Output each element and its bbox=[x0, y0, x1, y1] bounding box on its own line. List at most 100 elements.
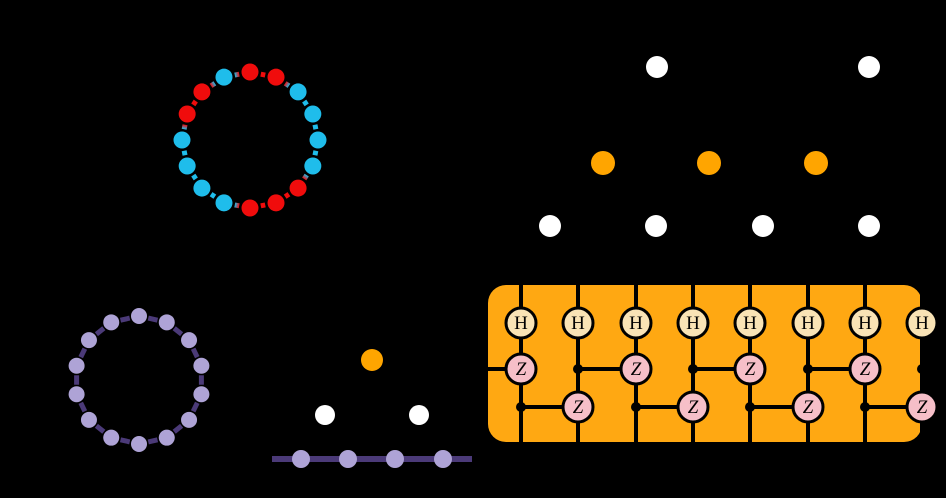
z-gate-label: Z bbox=[803, 397, 814, 418]
two-color-ring-graph-panel bbox=[0, 0, 500, 280]
circuit-control-dot bbox=[745, 402, 755, 412]
ring-node bbox=[289, 83, 307, 101]
lattice-node-bottom-row bbox=[752, 215, 774, 237]
z-gate-circle bbox=[848, 352, 882, 386]
z-gate-circle bbox=[619, 352, 653, 386]
ring-node bbox=[267, 194, 285, 212]
purple-ring-node bbox=[193, 386, 210, 403]
purple-ring-node bbox=[181, 332, 198, 349]
two-color-ring-graph-svg bbox=[173, 63, 327, 217]
purple-ring-node bbox=[131, 308, 147, 324]
h-gate-circle bbox=[561, 306, 595, 340]
ring-node bbox=[193, 179, 211, 197]
lattice-node-middle-row bbox=[591, 151, 615, 175]
purple-ring-node bbox=[103, 429, 120, 446]
h-gate-label: H bbox=[571, 313, 585, 334]
z-gate-circle bbox=[676, 390, 710, 424]
purple-ring-edge bbox=[172, 423, 184, 434]
ring-edge bbox=[302, 173, 309, 181]
purple-ring-graph-panel bbox=[0, 280, 270, 498]
lattice-node-bottom-row bbox=[645, 215, 667, 237]
z-gate-label: Z bbox=[516, 359, 527, 380]
z-gate-label: Z bbox=[573, 397, 584, 418]
ring-edge bbox=[312, 124, 319, 130]
ring-node bbox=[309, 131, 327, 149]
white-marker-node bbox=[409, 405, 429, 425]
h-gate-label: H bbox=[743, 313, 757, 334]
ring-edge bbox=[312, 150, 319, 156]
purple-ring-node bbox=[158, 429, 175, 446]
h-gate[interactable]: H bbox=[561, 306, 595, 340]
ring-node bbox=[215, 194, 233, 212]
z-gate-label: Z bbox=[917, 397, 928, 418]
h-gate-circle bbox=[848, 306, 882, 340]
ring-edge bbox=[209, 81, 217, 88]
ring-edge bbox=[283, 192, 291, 199]
h-gate[interactable]: H bbox=[619, 306, 653, 340]
purple-ring-node bbox=[103, 314, 120, 331]
ring-edge bbox=[181, 124, 188, 130]
path-graph-node bbox=[434, 450, 452, 468]
h-gate[interactable]: H bbox=[791, 306, 825, 340]
lattice-node-top-row bbox=[646, 56, 668, 78]
lattice-node-middle-row bbox=[804, 151, 828, 175]
purple-ring-node bbox=[131, 436, 147, 452]
ring-node bbox=[241, 199, 259, 217]
ring-edge bbox=[260, 71, 266, 78]
z-gate[interactable]: Z bbox=[733, 352, 767, 386]
z-gate-circle bbox=[905, 390, 939, 424]
lattice-node-middle-row bbox=[697, 151, 721, 175]
path-graph-node bbox=[386, 450, 404, 468]
purple-ring-edge bbox=[190, 347, 200, 359]
ring-node bbox=[289, 179, 307, 197]
h-gate[interactable]: H bbox=[905, 306, 939, 340]
ring-node bbox=[304, 157, 322, 175]
orange-marker-node bbox=[361, 349, 383, 371]
circuit-control-dot bbox=[516, 402, 526, 412]
h-gate[interactable]: H bbox=[504, 306, 538, 340]
purple-ring-edge bbox=[119, 437, 131, 445]
z-gate-label: Z bbox=[688, 397, 699, 418]
lattice-node-bottom-row bbox=[539, 215, 561, 237]
h-gate[interactable]: H bbox=[676, 306, 710, 340]
h-gate-label: H bbox=[686, 313, 700, 334]
z-gate[interactable]: Z bbox=[905, 390, 939, 424]
purple-ring-edge bbox=[78, 401, 88, 413]
z-gate-label: Z bbox=[745, 359, 756, 380]
lattice-node-panel bbox=[480, 20, 946, 270]
z-gate-label: Z bbox=[631, 359, 642, 380]
ring-edge bbox=[283, 81, 291, 88]
h-gate[interactable]: H bbox=[848, 306, 882, 340]
circuit-control-dot bbox=[860, 402, 870, 412]
purple-ring-edge bbox=[94, 423, 106, 434]
z-gate[interactable]: Z bbox=[504, 352, 538, 386]
ring-edge bbox=[181, 150, 188, 156]
h-gate-circle bbox=[619, 306, 653, 340]
purple-ring-edge bbox=[172, 326, 184, 337]
z-gate[interactable]: Z bbox=[561, 390, 595, 424]
purple-ring-node bbox=[193, 357, 210, 374]
purple-ring-node bbox=[158, 314, 175, 331]
circuit-control-dot bbox=[573, 364, 583, 374]
ring-node bbox=[178, 157, 196, 175]
z-gate[interactable]: Z bbox=[848, 352, 882, 386]
z-gate[interactable]: Z bbox=[676, 390, 710, 424]
white-marker-node bbox=[315, 405, 335, 425]
purple-ring-node bbox=[181, 411, 198, 428]
lattice-node-top-row bbox=[858, 56, 880, 78]
ring-edge bbox=[302, 99, 309, 107]
h-gate-label: H bbox=[801, 313, 815, 334]
ring-node bbox=[267, 68, 285, 86]
purple-ring-edge bbox=[190, 401, 200, 413]
circuit-control-dot bbox=[917, 364, 927, 374]
h-gate[interactable]: H bbox=[733, 306, 767, 340]
z-gate[interactable]: Z bbox=[791, 390, 825, 424]
z-gate[interactable]: Z bbox=[619, 352, 653, 386]
h-gate-label: H bbox=[514, 313, 528, 334]
h-gate-label: H bbox=[915, 313, 929, 334]
purple-ring-edge bbox=[119, 315, 131, 323]
z-gate-circle bbox=[791, 390, 825, 424]
